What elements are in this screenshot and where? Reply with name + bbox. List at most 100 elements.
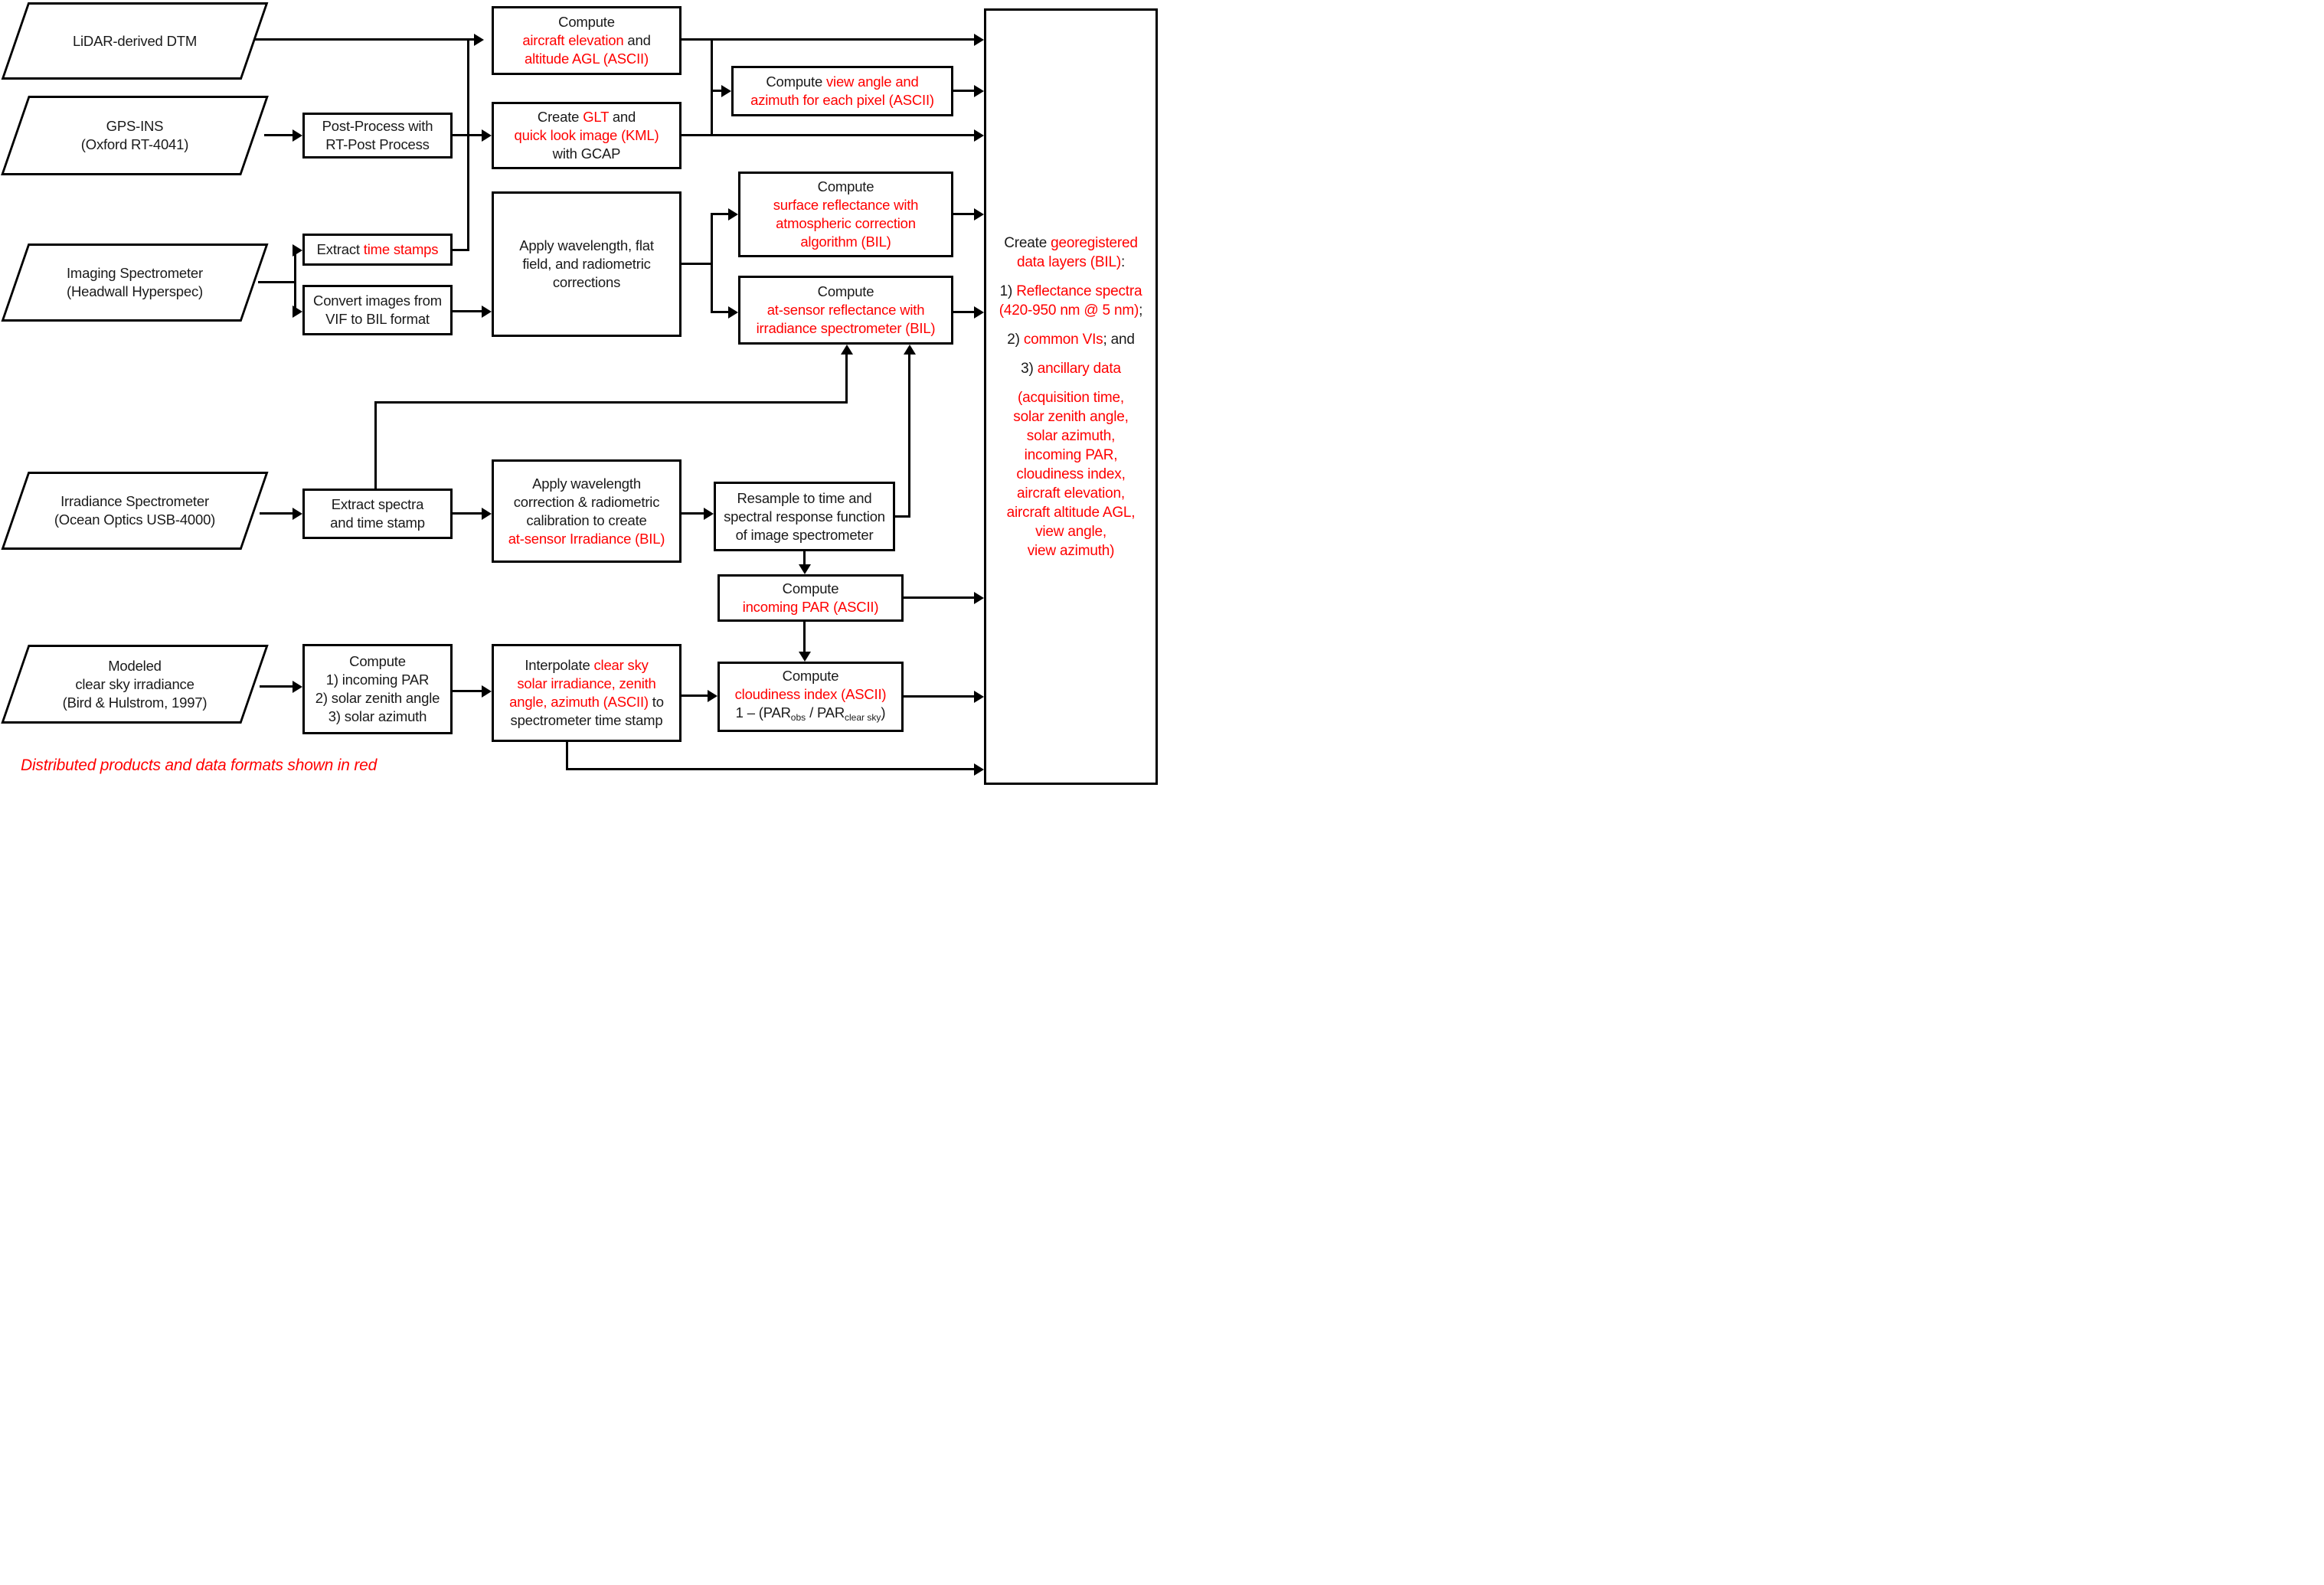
text-line: 1 – (PARobs / PARclear sky) — [736, 704, 886, 727]
connector-line — [893, 515, 910, 518]
text-segment: (Oxford RT-4041) — [80, 136, 189, 152]
text-line: Compute — [818, 178, 874, 196]
text-segment: 3) solar azimuth — [328, 708, 427, 724]
connector-line — [711, 311, 729, 313]
text-line: surface reflectance with — [773, 196, 919, 214]
text-line: Post-Process with — [322, 117, 433, 136]
text-line: 2) solar zenith angle — [315, 689, 440, 708]
text-line: with GCAP — [553, 145, 621, 163]
text-segment: Interpolate — [525, 657, 594, 673]
red-text-segment: at-sensor Irradiance (BIL) — [508, 530, 665, 547]
text-line: Compute — [349, 652, 406, 671]
connector-line — [953, 213, 974, 215]
text-line: GPS-INS — [106, 117, 164, 136]
red-text-segment: aircraft altitude AGL, — [1006, 504, 1136, 521]
connector-line — [904, 596, 975, 599]
text-segment: clear sky — [845, 712, 881, 723]
text-segment: Compute — [766, 74, 826, 90]
text-segment: Modeled — [108, 657, 162, 674]
text-segment: (Bird & Hulstrom, 1997) — [62, 694, 208, 711]
text-line: correction & radiometric — [514, 493, 660, 511]
connector-line — [374, 401, 848, 404]
input-label-lidar-dtm: LiDAR-derived DTM — [2, 2, 268, 80]
arrowhead-icon — [474, 33, 484, 46]
arrowhead-icon — [293, 129, 302, 142]
text-segment: 2) — [1007, 331, 1024, 348]
text-line: 3) solar azimuth — [328, 708, 427, 726]
text-segment: 1) — [999, 283, 1017, 299]
text-line: atmospheric correction — [776, 214, 916, 233]
text-line: Apply wavelength, flat — [519, 237, 654, 255]
text-segment: Compute — [558, 14, 615, 30]
text-segment: and time stamp — [330, 515, 425, 531]
arrowhead-icon — [704, 507, 714, 520]
text-line: Extract time stamps — [317, 240, 439, 259]
arrowhead-icon — [293, 305, 302, 318]
text-line: Compute — [783, 580, 839, 598]
text-line: clear sky irradiance — [75, 675, 194, 694]
text-segment: with GCAP — [552, 145, 621, 162]
text-segment: spectral response function — [724, 508, 885, 525]
text-segment: Convert images from — [313, 292, 442, 309]
connector-line — [453, 512, 482, 515]
red-text-segment: cloudiness index, — [1016, 466, 1126, 482]
red-text-segment: solar azimuth, — [1026, 427, 1116, 444]
text-line: (Headwall Hyperspec) — [67, 283, 203, 301]
connector-line — [845, 353, 848, 404]
text-line: solar azimuth, — [1026, 426, 1116, 446]
text-segment: / PAR — [806, 704, 845, 721]
text-segment: VIF to BIL format — [325, 311, 430, 327]
text-line: 1) Reflectance spectra — [1000, 282, 1142, 301]
connector-line — [682, 263, 713, 265]
connector-line — [803, 622, 806, 653]
arrowhead-icon — [840, 345, 853, 355]
connector-line — [953, 90, 974, 92]
red-text-segment: view angle and — [825, 74, 919, 90]
text-line: incoming PAR, — [1025, 446, 1118, 465]
red-text-segment: view azimuth) — [1027, 542, 1115, 559]
connector-line — [255, 38, 475, 41]
text-line: 1) incoming PAR — [326, 671, 430, 689]
input-label-imaging-spectrometer: Imaging Spectrometer(Headwall Hyperspec) — [2, 243, 268, 322]
arrowhead-icon — [482, 507, 492, 520]
text-line: of image spectrometer — [736, 526, 874, 544]
red-text-segment: incoming PAR, — [1024, 446, 1118, 463]
text-line: Compute — [558, 13, 615, 31]
connector-line — [453, 249, 469, 251]
arrowhead-icon — [798, 564, 811, 574]
arrowhead-icon — [974, 591, 984, 604]
connector-line — [467, 38, 469, 250]
red-text-segment: georegistered — [1051, 234, 1138, 251]
arrowhead-icon — [728, 306, 738, 319]
red-text-segment: cloudiness index (ASCII) — [734, 686, 887, 702]
text-segment: GPS-INS — [106, 118, 164, 134]
red-text-segment: solar irradiance, zenith — [517, 675, 656, 691]
text-segment: (Ocean Optics USB-4000) — [54, 511, 216, 528]
text-line: altitude AGL (ASCII) — [525, 50, 649, 68]
arrowhead-icon — [293, 243, 302, 257]
text-line: aircraft elevation and — [522, 31, 651, 50]
text-segment: Create — [537, 109, 583, 125]
text-line: Create georegistered — [1004, 234, 1138, 253]
text-line: Irradiance Spectrometer — [60, 492, 209, 511]
arrowhead-icon — [974, 208, 984, 221]
text-line: 2) common VIs; and — [1007, 330, 1135, 349]
text-line: (Bird & Hulstrom, 1997) — [63, 694, 208, 712]
text-segment: corrections — [552, 274, 621, 290]
connector-line — [453, 690, 482, 692]
arrowhead-icon — [482, 685, 492, 698]
connector-line — [682, 512, 708, 515]
text-line: spectrometer time stamp — [511, 711, 663, 730]
connector-line — [682, 694, 708, 697]
text-segment: Create — [1004, 234, 1051, 251]
arrowhead-icon — [293, 680, 302, 693]
connector-line — [260, 685, 293, 688]
text-line: Resample to time and — [737, 489, 872, 508]
text-line: calibration to create — [526, 511, 646, 530]
